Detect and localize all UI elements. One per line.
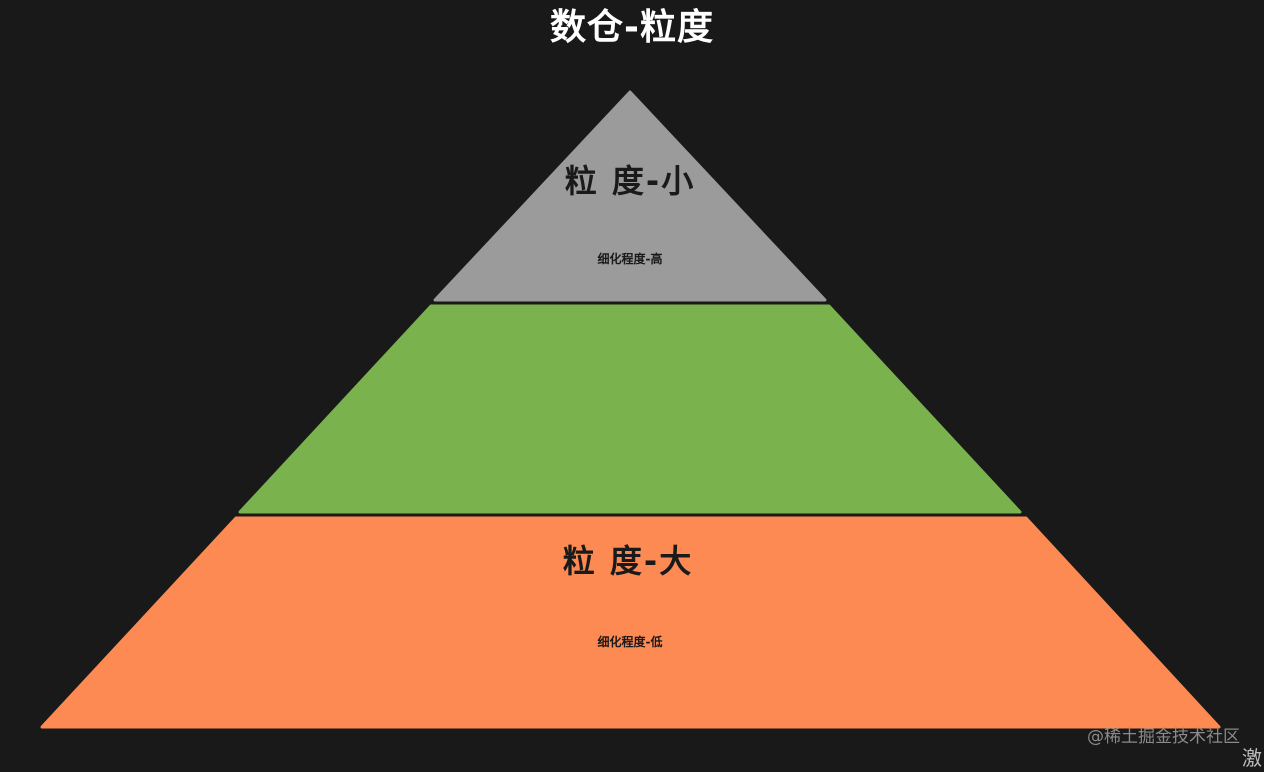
bottom-layer-subtitle: 细化程度-低 [597, 635, 663, 649]
diagram-title: 数仓-粒度 [550, 7, 714, 48]
top-layer-title: 粒 度-小 [564, 162, 696, 200]
pyramid-layer-top [433, 90, 827, 302]
pyramid-layer-bottom [40, 516, 1221, 729]
pyramid-layer-middle [238, 304, 1022, 514]
corner-text: 激 [1242, 746, 1262, 770]
watermark: @稀土掘金技术社区 [1087, 727, 1240, 747]
top-layer-subtitle: 细化程度-高 [597, 252, 663, 266]
bottom-layer-title: 粒 度-大 [562, 542, 694, 580]
